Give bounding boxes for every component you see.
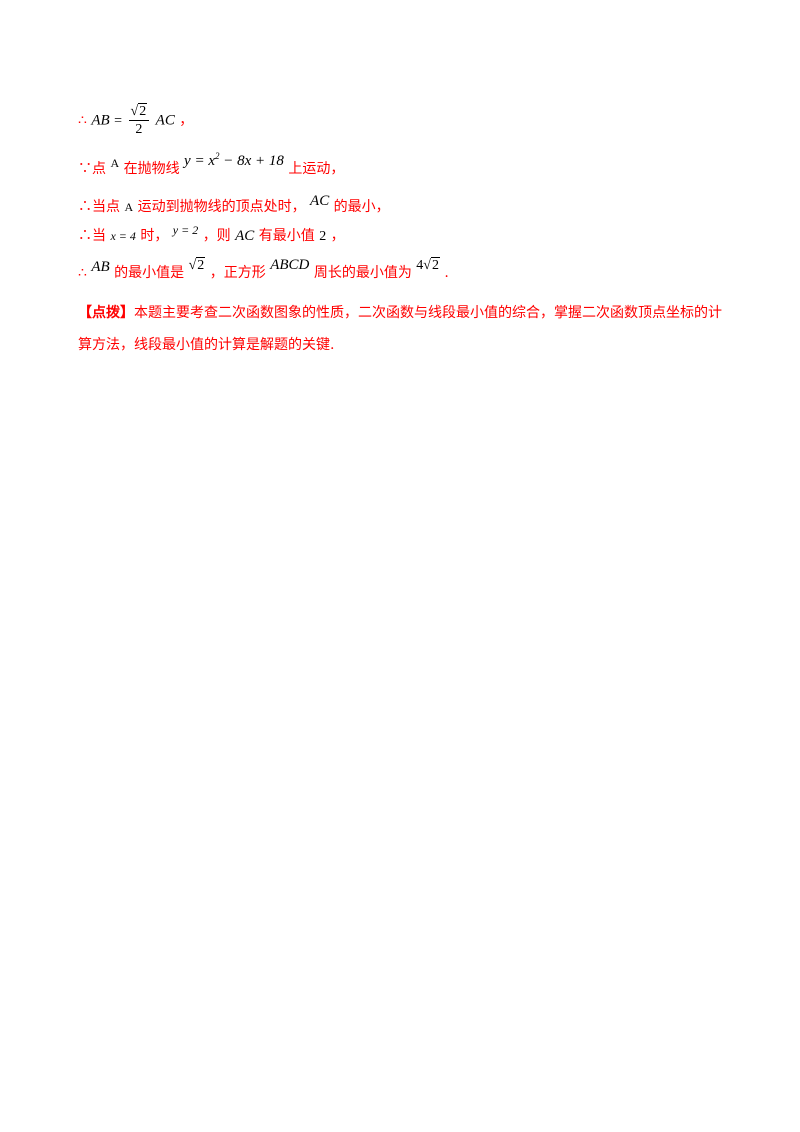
because-point-text: ∵点	[78, 161, 106, 177]
segment-ab: AB	[91, 259, 110, 275]
x-equals-4: x = 4	[110, 229, 136, 243]
comma: ，	[179, 112, 194, 129]
moving-text: 上运动，	[288, 161, 345, 177]
segment-ab: AB	[91, 112, 110, 129]
solution-line-2: ∵点 A 在抛物线 y = x2 − 8x + 18 上运动，	[78, 151, 345, 179]
minimum-is-text: 的最小值是	[114, 265, 185, 281]
solution-line-4: ∴当 x = 4 时， y = 2 ，则 AC 有最小值 2 ，	[78, 223, 345, 247]
segment-ac: AC	[235, 228, 255, 244]
fraction-sqrt2-over-2: √2 2	[128, 103, 150, 138]
solution-line-1: ∴ AB = √2 2 AC ，	[78, 103, 193, 138]
square-abcd: ABCD	[270, 257, 310, 273]
four-sqrt-2: 4√2	[416, 257, 440, 273]
then-text: ，则	[202, 228, 231, 244]
solution-line-5: ∴ AB 的最小值是 √2 ，正方形 ABCD 周长的最小值为 4√2 .	[78, 257, 449, 284]
segment-ac: AC	[310, 193, 330, 209]
hint-paragraph: 【点拨】本题主要考查二次函数图象的性质，二次函数与线段最小值的综合，掌握二次函数…	[78, 297, 724, 361]
therefore-symbol: ∴	[78, 265, 87, 281]
sqrt-2: √2	[188, 257, 206, 273]
period: .	[444, 265, 449, 281]
minimum-text: 的最小，	[333, 199, 390, 215]
minimum-value: 2	[319, 229, 327, 244]
equals-sign: =	[114, 113, 123, 129]
fraction-numerator: √2	[128, 103, 150, 121]
segment-ac: AC	[155, 112, 175, 129]
solution-line-3: ∴当点 A 运动到抛物线的顶点处时， AC 的最小，	[78, 193, 390, 217]
square-text: ，正方形	[209, 265, 266, 281]
time-text: 时，	[140, 228, 169, 244]
fraction-denominator: 2	[135, 122, 143, 137]
comma: ，	[330, 228, 345, 244]
when-point-text: ∴当点	[78, 199, 120, 215]
on-parabola-text: 在抛物线	[123, 161, 180, 177]
point-a-label: A	[110, 156, 120, 170]
y-equals-2: y = 2	[172, 223, 199, 237]
has-minimum-text: 有最小值	[258, 228, 315, 244]
parabola-equation: y = x2 − 8x + 18	[184, 151, 284, 169]
hint-text: 本题主要考查二次函数图象的性质，二次函数与线段最小值的综合，掌握二次函数顶点坐标…	[78, 305, 722, 353]
point-a-label: A	[124, 200, 134, 214]
moves-to-vertex-text: 运动到抛物线的顶点处时，	[137, 199, 306, 215]
hint-label: 【点拨】	[78, 305, 134, 321]
therefore-symbol: ∴	[78, 112, 87, 129]
perimeter-min-text: 周长的最小值为	[313, 265, 412, 281]
therefore-when-text: ∴当	[78, 228, 106, 244]
